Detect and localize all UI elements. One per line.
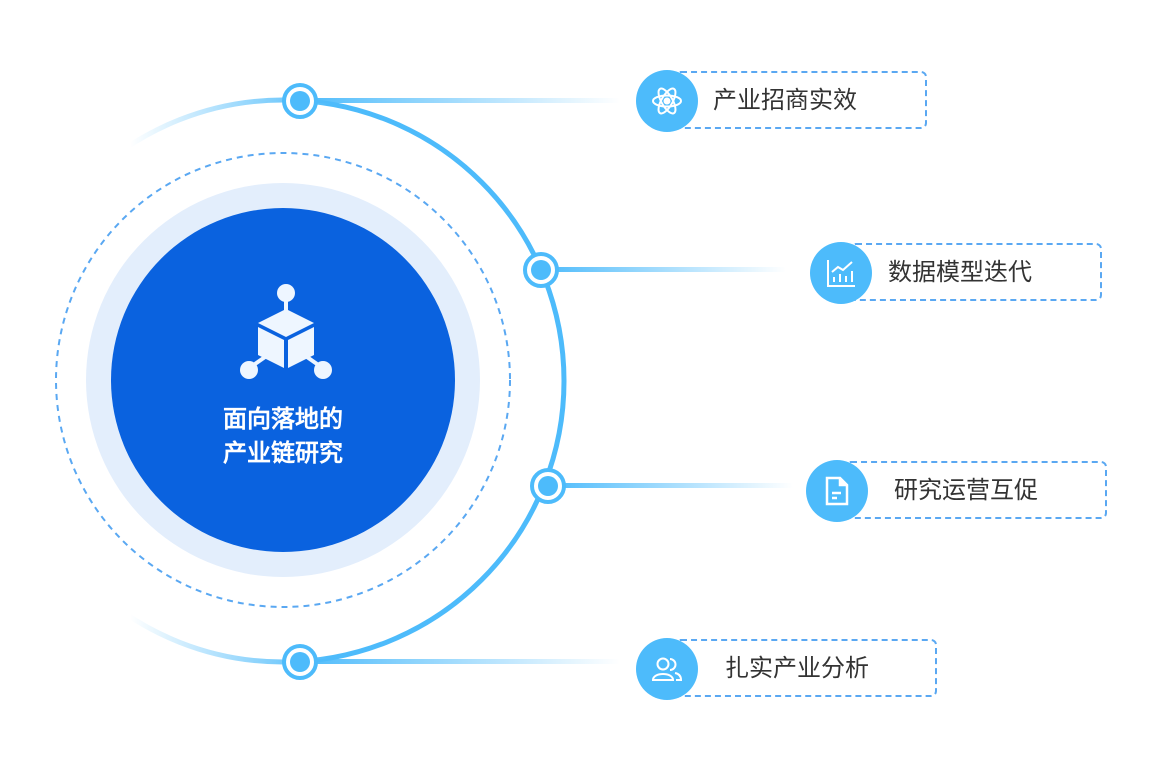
node-1 (282, 83, 318, 119)
core-title-line2: 产业链研究 (223, 439, 343, 467)
core-title-line1: 面向落地的 (223, 405, 343, 433)
node-4 (282, 644, 318, 680)
document-icon (806, 460, 868, 522)
item-card-3[interactable] (845, 461, 1107, 519)
users-icon (636, 638, 698, 700)
cube-network-icon (240, 284, 332, 379)
connector-line-2 (541, 267, 786, 272)
connector-line-4 (300, 659, 620, 664)
item-label-1: 产业招商实效 (713, 86, 857, 114)
node-2 (523, 252, 559, 288)
item-label-2: 数据模型迭代 (888, 258, 1032, 286)
chart-icon (810, 242, 872, 304)
core-circle (111, 208, 455, 552)
node-3 (530, 468, 566, 504)
item-card-4[interactable] (675, 639, 937, 697)
connector-line-1 (300, 98, 620, 103)
item-card-2[interactable] (850, 243, 1102, 301)
connector-line-3 (548, 483, 793, 488)
item-label-3: 研究运营互促 (894, 476, 1038, 504)
core-title: 面向落地的 产业链研究 (111, 402, 455, 470)
atom-icon (636, 70, 698, 132)
item-label-4: 扎实产业分析 (725, 654, 869, 682)
dashed-orbit (55, 152, 511, 608)
